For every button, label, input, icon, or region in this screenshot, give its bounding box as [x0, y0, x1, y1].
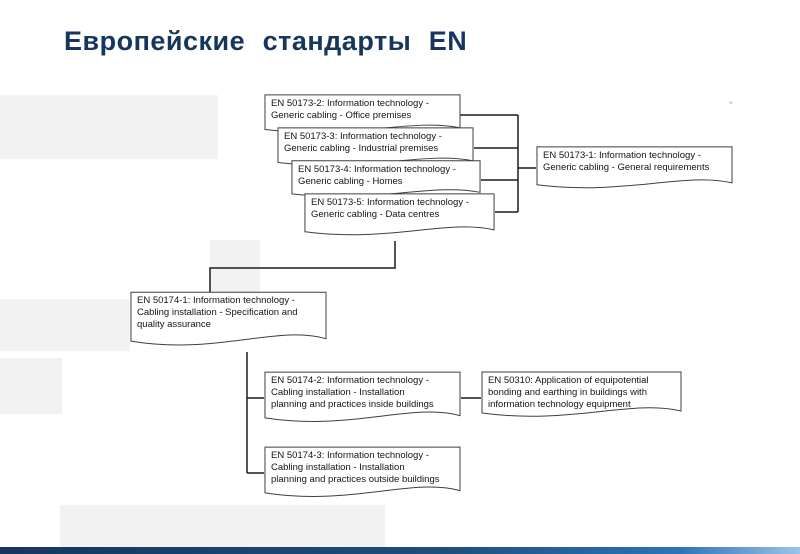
background-placeholder — [0, 299, 130, 351]
node-en-50174-1: EN 50174-1: Information technology - Cab… — [130, 291, 327, 353]
document-shape — [536, 146, 733, 194]
node-en-50173-5: EN 50173-5: Information technology - Gen… — [304, 193, 495, 241]
node-label: EN 50173-5: Information technology - Gen… — [311, 197, 469, 221]
node-label: EN 50174-3: Information technology - Cab… — [271, 450, 440, 486]
document-shape — [264, 371, 461, 429]
background-placeholder — [0, 95, 218, 159]
background-placeholder — [210, 240, 260, 294]
node-label: EN 50174-2: Information technology - Cab… — [271, 375, 434, 411]
node-label: EN 50310: Application of equipotential b… — [488, 375, 649, 411]
node-en-50173-4: EN 50173-4: Information technology - Gen… — [291, 160, 481, 202]
node-en-50174-3: EN 50174-3: Information technology - Cab… — [264, 446, 461, 504]
document-shape — [264, 446, 461, 504]
node-label: EN 50173-4: Information technology - Gen… — [298, 164, 456, 188]
background-placeholder — [60, 505, 385, 547]
node-en-50173-3: EN 50173-3: Information technology - Gen… — [277, 127, 474, 171]
document-shape — [130, 291, 327, 353]
footer-accent-bar — [0, 547, 800, 554]
node-label: EN 50173-1: Information technology - Gen… — [543, 150, 710, 174]
node-label: EN 50174-1: Information technology - Cab… — [137, 295, 298, 331]
node-label: EN 50173-3: Information technology - Gen… — [284, 131, 442, 155]
document-shape — [304, 193, 495, 241]
background-placeholder — [0, 358, 62, 414]
node-en-50174-2: EN 50174-2: Information technology - Cab… — [264, 371, 461, 429]
stray-artifact: ” — [729, 100, 733, 112]
slide-title: Европейские стандарты EN — [64, 26, 468, 56]
document-shape — [481, 371, 682, 423]
node-en-50173-1: EN 50173-1: Information technology - Gen… — [536, 146, 733, 194]
node-en-50310: EN 50310: Application of equipotential b… — [481, 371, 682, 423]
node-label: EN 50173-2: Information technology - Gen… — [271, 98, 429, 122]
